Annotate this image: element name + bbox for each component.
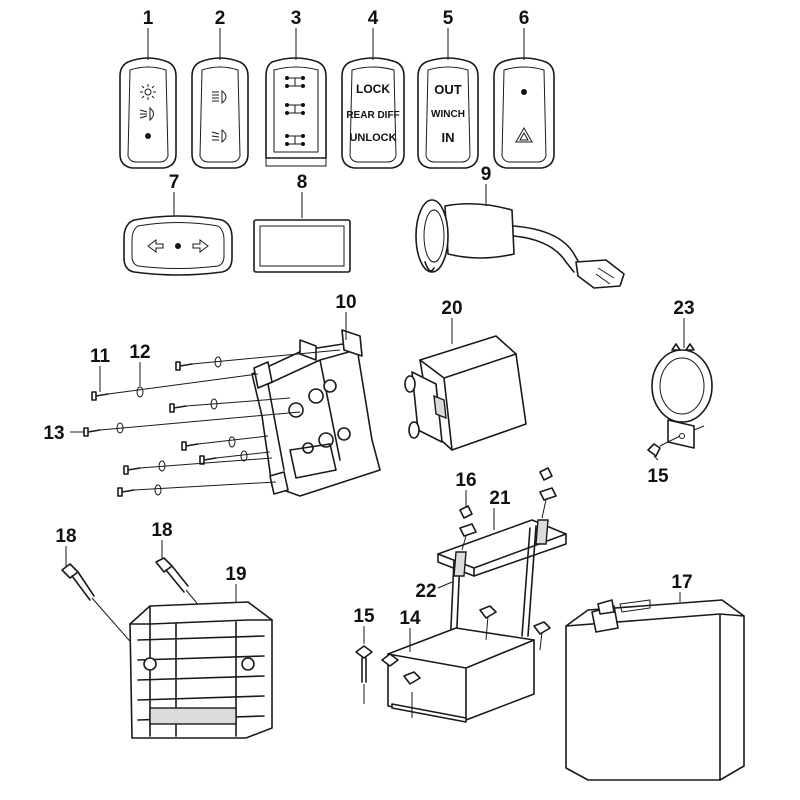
control-module-housing [251, 329, 381, 497]
callout-18-left: 18 [55, 526, 76, 547]
switch-label-lock: LOCK [356, 82, 390, 96]
blank-switch-plate [253, 219, 351, 273]
callout-7: 7 [169, 172, 180, 193]
callout-leaders [65, 28, 685, 652]
callout-2: 2 [215, 8, 226, 29]
callout-5: 5 [443, 8, 454, 29]
callout-15-right: 15 [647, 466, 669, 487]
flange-bolt [647, 435, 681, 457]
indicator-dot-icon [175, 243, 181, 249]
rocker-switch-rear-diff: LOCK REAR DIFF UNLOCK [341, 57, 405, 169]
callout-12: 12 [129, 342, 150, 363]
callout-21: 21 [489, 488, 511, 509]
headlight-icon [139, 106, 154, 122]
right-arrow-icon [192, 239, 209, 253]
callout-17: 17 [671, 572, 692, 593]
light-icon [140, 84, 156, 100]
callout-11: 11 [90, 346, 111, 367]
callout-10: 10 [335, 292, 356, 313]
hazard-triangle-icon [515, 126, 533, 143]
callout-18-right: 18 [151, 520, 172, 541]
battery [565, 599, 745, 781]
callout-3: 3 [291, 8, 302, 29]
voltage-regulator [129, 601, 273, 739]
flange-bolt [355, 645, 373, 704]
switch-label-unlock: UNLOCK [349, 132, 396, 144]
callout-20: 20 [441, 298, 462, 319]
indicator-dot-icon [521, 89, 527, 95]
battery-hold-down [437, 519, 567, 695]
drive-mode-icon [285, 76, 305, 88]
battery-tray [381, 605, 551, 723]
callout-16: 16 [455, 470, 476, 491]
high-beam-icon [212, 89, 227, 105]
hex-nut [539, 467, 557, 519]
rocker-switch-hazard [493, 57, 555, 169]
turn-signal-switch [123, 215, 233, 276]
rocker-switch-light [119, 57, 177, 169]
callout-labels: 1 2 3 4 5 6 7 8 9 10 11 12 13 20 23 15 1… [43, 8, 694, 629]
callout-9: 9 [481, 164, 492, 185]
switch-label-in: IN [442, 130, 455, 145]
power-outlet [415, 199, 625, 289]
hex-nut [459, 505, 477, 551]
drive-mode-icon [285, 134, 305, 146]
electronic-controller [404, 335, 527, 451]
switch-label-out: OUT [434, 82, 462, 97]
callout-15-left: 15 [353, 606, 375, 627]
rocker-switch-4wd [265, 57, 327, 167]
callout-8: 8 [297, 172, 308, 193]
mounting-ring [651, 343, 713, 449]
callout-23: 23 [673, 298, 694, 319]
low-beam-icon [211, 128, 227, 144]
callout-6: 6 [519, 8, 530, 29]
mounting-screws-group [83, 349, 341, 497]
switch-label-rear-diff: REAR DIFF [346, 110, 399, 121]
callout-4: 4 [368, 8, 379, 29]
rocker-switch-winch: OUT WINCH IN [417, 57, 479, 169]
switch-label-winch: WINCH [431, 109, 465, 120]
rocker-switch-headlight [191, 57, 249, 169]
left-arrow-icon [147, 239, 164, 253]
callout-19: 19 [225, 564, 246, 585]
drive-mode-icon [285, 103, 305, 115]
callout-22: 22 [415, 581, 436, 602]
callout-13: 13 [43, 423, 64, 444]
callout-14: 14 [399, 608, 421, 629]
callout-1: 1 [143, 8, 154, 29]
indicator-dot-icon [145, 133, 151, 139]
